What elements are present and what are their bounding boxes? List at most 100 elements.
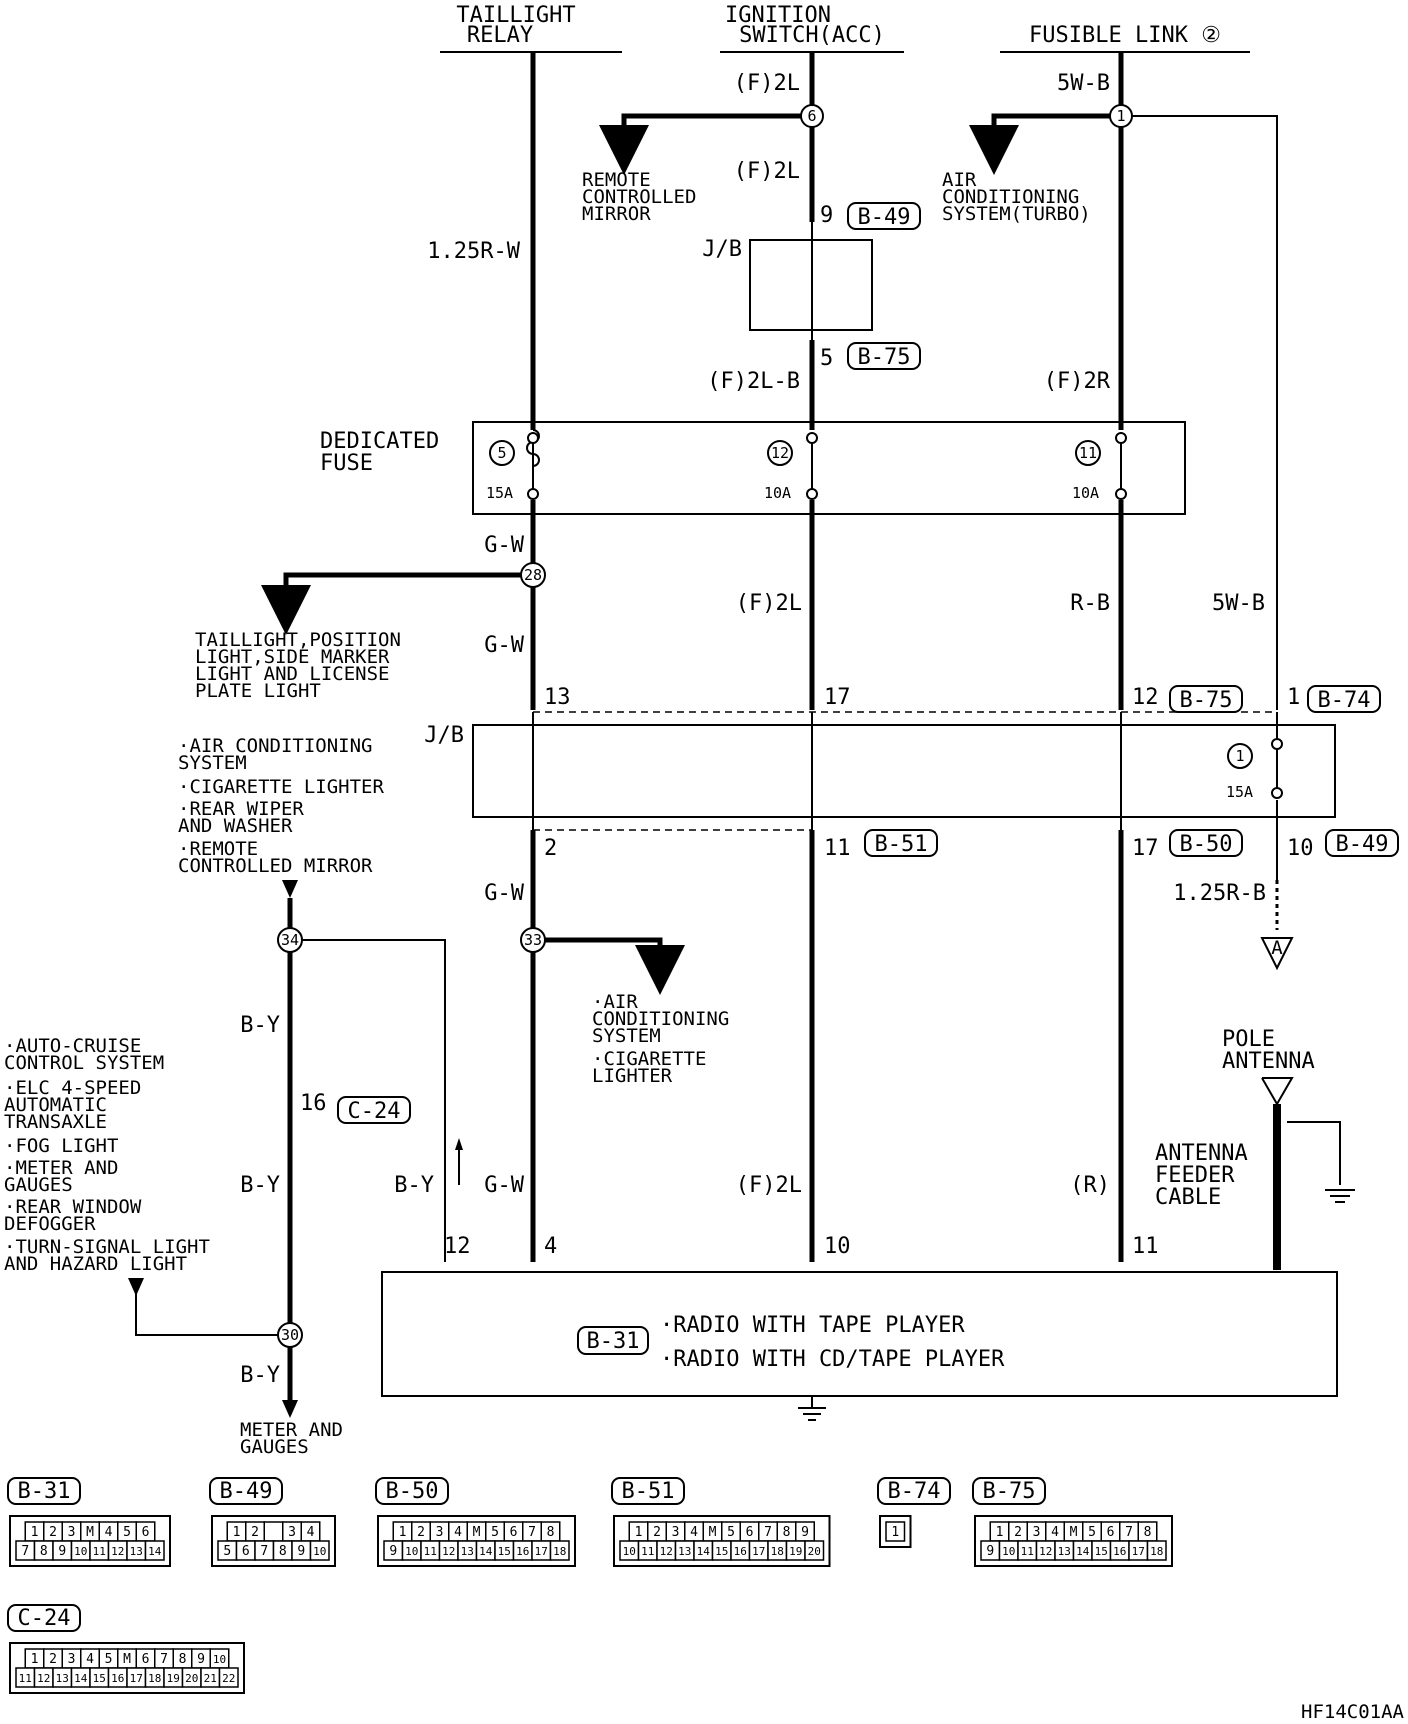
connector-pin: 13 xyxy=(130,1545,143,1558)
source-fusible-link: FUSIBLE LINK ② xyxy=(1000,23,1250,53)
connector-pin: 13 xyxy=(678,1545,691,1558)
radio-pin-11: 11 xyxy=(1132,1234,1159,1259)
connector-pin: 14 xyxy=(74,1672,88,1685)
connector-pin: 1 xyxy=(399,1525,407,1540)
svg-text:·AUTO-CRUISE: ·AUTO-CRUISE xyxy=(4,1035,141,1057)
connector-pin: 11 xyxy=(641,1545,654,1558)
pin-10: 10 xyxy=(1287,836,1314,861)
source-fusible-label: FUSIBLE LINK ② xyxy=(1029,23,1221,48)
connector-pin: 17 xyxy=(752,1545,765,1558)
connector-pin: 15 xyxy=(93,1672,106,1685)
connector-pin: 10 xyxy=(74,1545,87,1558)
pin-17b: 17 xyxy=(1132,836,1159,861)
wire-label-gw-b: G-W xyxy=(484,633,524,658)
svg-text:CONDITIONING: CONDITIONING xyxy=(592,1008,729,1030)
connector-pin: 7 xyxy=(260,1544,268,1559)
connector-pin: 17 xyxy=(1132,1545,1145,1558)
wire-label-gw-a: G-W xyxy=(484,533,524,558)
jb-label-middle: J/B xyxy=(424,723,464,748)
connector-pin: 5 xyxy=(727,1525,735,1540)
jb-fuse-rating: 15A xyxy=(1226,783,1253,801)
connector-pin: 6 xyxy=(242,1544,250,1559)
svg-text:MIRROR: MIRROR xyxy=(582,203,651,225)
fuse-rating-12: 10A xyxy=(764,484,791,502)
connector-pin: 3 xyxy=(68,1525,76,1540)
connector-pin: 11 xyxy=(93,1545,106,1558)
connector-pin: 18 xyxy=(553,1545,566,1558)
connector-pin: 12 xyxy=(660,1545,673,1558)
connector-pin: 6 xyxy=(142,1652,150,1667)
connector-pin: 5 xyxy=(223,1544,231,1559)
connector-pin: 6 xyxy=(1107,1525,1115,1540)
source-ignition-switch: IGNITION SWITCH(ACC) xyxy=(720,3,904,53)
connector-pin: 16 xyxy=(734,1545,747,1558)
connector-pin: 8 xyxy=(547,1525,555,1540)
connector-pin: 4 xyxy=(307,1525,315,1540)
svg-text:TRANSAXLE: TRANSAXLE xyxy=(4,1111,107,1133)
connector-pin: 20 xyxy=(185,1672,198,1685)
connector-pin: 8 xyxy=(40,1544,48,1559)
svg-text:SYSTEM: SYSTEM xyxy=(592,1025,661,1047)
svg-text:POLE: POLE xyxy=(1222,1027,1275,1052)
wire-label-by-b: B-Y xyxy=(240,1173,280,1198)
svg-text:·TURN-SIGNAL LIGHT: ·TURN-SIGNAL LIGHT xyxy=(4,1236,210,1258)
svg-text:ANTENNA: ANTENNA xyxy=(1155,1141,1248,1166)
pin-12: 12 xyxy=(1132,685,1159,710)
branch-jb-list: ·AIR CONDITIONING SYSTEM ·CIGARETTE LIGH… xyxy=(178,735,384,877)
svg-text:AND WASHER: AND WASHER xyxy=(178,815,293,837)
radio-pin-4: 4 xyxy=(544,1234,557,1259)
connector-pin: 10 xyxy=(1002,1545,1015,1558)
connector-pin: 14 xyxy=(1076,1545,1090,1558)
connector-label: C-24 xyxy=(18,1606,71,1631)
connector-label: B-74 xyxy=(888,1479,941,1504)
connector-pin: 11 xyxy=(424,1545,437,1558)
connector-pin: 5 xyxy=(105,1652,113,1667)
connector-pin: 9 xyxy=(986,1544,994,1559)
connector-pin: 7 xyxy=(160,1652,168,1667)
source-ignition-line1: IGNITION xyxy=(725,3,831,28)
connector-pin: 10 xyxy=(623,1545,636,1558)
wire-label-gw-c: G-W xyxy=(484,881,524,906)
connector-pin: 16 xyxy=(1113,1545,1126,1558)
branch-ac-turbo: AIR CONDITIONING SYSTEM(TURBO) xyxy=(942,169,1091,225)
connector-pin: 11 xyxy=(19,1672,32,1685)
connector-pin: 14 xyxy=(148,1545,162,1558)
svg-text:FEEDER: FEEDER xyxy=(1155,1163,1235,1188)
svg-text:28: 28 xyxy=(524,566,542,584)
connector-pin: 15 xyxy=(715,1545,728,1558)
connector-pin: 8 xyxy=(179,1652,187,1667)
wire-label-1-25r-w: 1.25R-W xyxy=(427,239,520,264)
connector-pin: 6 xyxy=(746,1525,754,1540)
junction-6: 6 xyxy=(800,104,824,128)
svg-text:·AIR: ·AIR xyxy=(592,991,638,1013)
svg-text:LIGHTER: LIGHTER xyxy=(592,1065,673,1087)
conn-ref-b49: B-49 xyxy=(847,202,921,230)
connector-b-74: B-741 xyxy=(877,1477,951,1548)
connector-pin: 9 xyxy=(801,1525,809,1540)
svg-text:·METER AND: ·METER AND xyxy=(4,1157,118,1179)
svg-text:CABLE: CABLE xyxy=(1155,1185,1221,1210)
connector-pin: 1 xyxy=(996,1525,1004,1540)
svg-text:30: 30 xyxy=(281,1326,299,1344)
svg-text:B-49: B-49 xyxy=(858,205,911,230)
fuse-rating-5: 15A xyxy=(486,484,513,502)
wire-label-ign-top: (F)2L xyxy=(734,71,800,96)
connector-pin: M xyxy=(86,1525,94,1540)
svg-text:·REAR WINDOW: ·REAR WINDOW xyxy=(4,1196,142,1218)
svg-text:·ELC 4-SPEED: ·ELC 4-SPEED xyxy=(4,1077,141,1099)
connector-pin: 7 xyxy=(21,1544,29,1559)
svg-text:·CIGARETTE: ·CIGARETTE xyxy=(592,1048,706,1070)
connector-pin: 4 xyxy=(690,1525,698,1540)
connector-pin: 7 xyxy=(528,1525,536,1540)
connector-pin: 2 xyxy=(49,1525,57,1540)
source-taillight-relay: TAILLIGHT RELAY xyxy=(440,3,622,53)
conn-ref-b75b: B-75 xyxy=(1169,685,1243,713)
connector-pin: 19 xyxy=(789,1545,802,1558)
antenna-feeder-cable: ANTENNA FEEDER CABLE xyxy=(1155,1141,1248,1210)
svg-text:LIGHT AND LICENSE: LIGHT AND LICENSE xyxy=(195,663,389,685)
connector-pin: 13 xyxy=(56,1672,69,1685)
wire-label-f2l-bot: (F)2L xyxy=(736,1173,802,1198)
